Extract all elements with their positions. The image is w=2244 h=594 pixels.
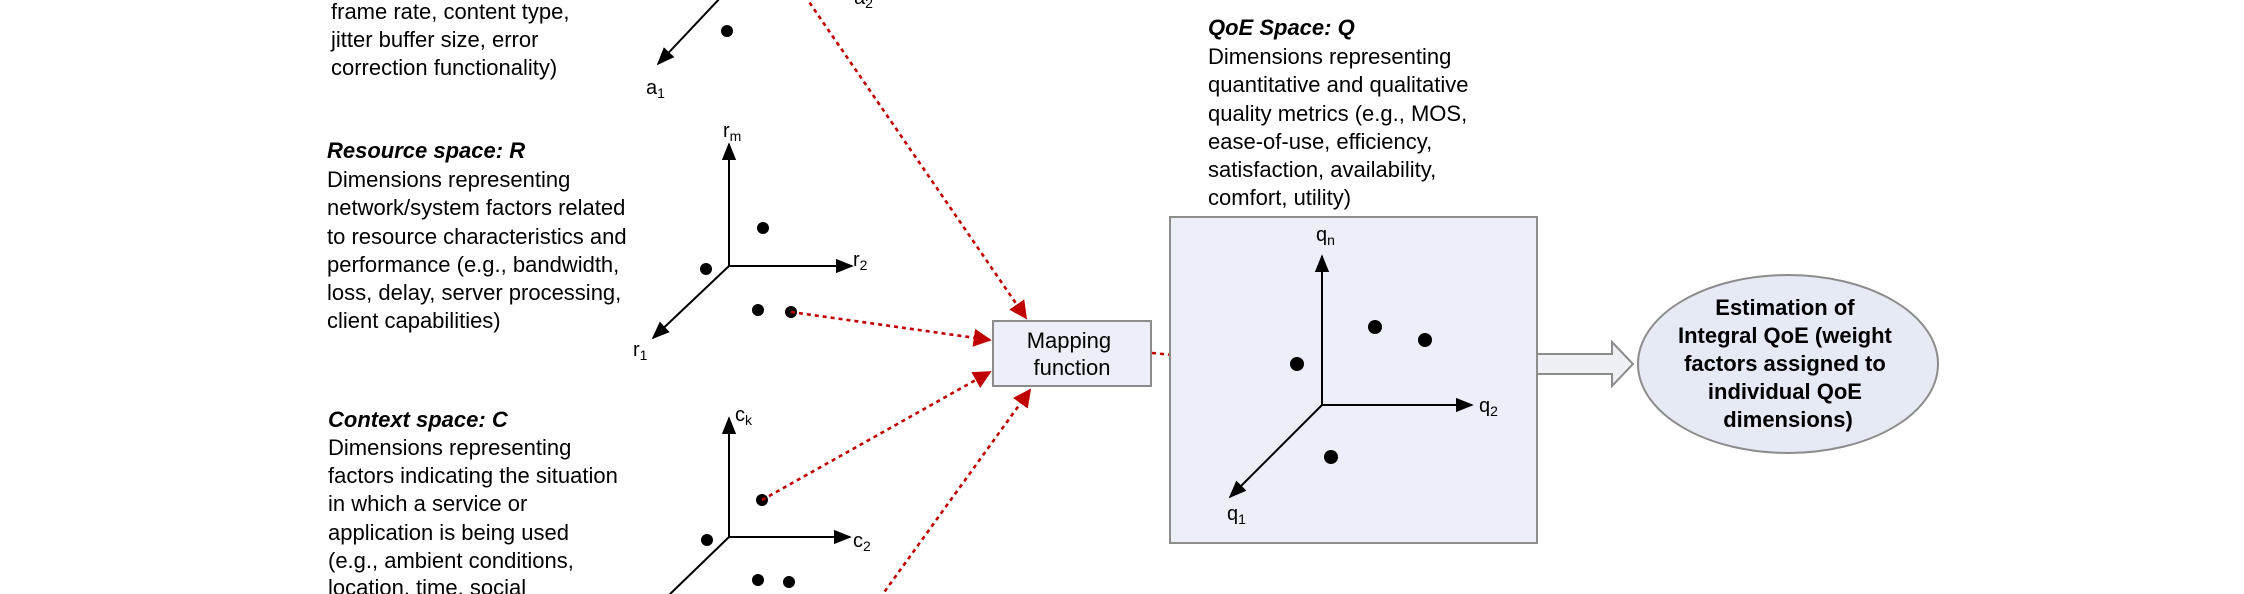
- axis-q1: [1228, 404, 1323, 499]
- data-point: [752, 574, 764, 586]
- resource-space-description: Dimensions representing network/system f…: [327, 167, 633, 333]
- axis-label-q1: q1: [1227, 503, 1246, 527]
- qoe-desc-line: quality metrics (e.g., MOS,: [1208, 101, 1467, 126]
- qoe-desc-line: ease-of-use, efficiency,: [1208, 129, 1432, 154]
- data-point: [752, 304, 764, 316]
- axis-label-a2: a2: [854, 0, 873, 11]
- mapping-function-label: Mapping function: [1027, 328, 1118, 380]
- estimation-label: Estimation of Integral QoE (weight facto…: [1678, 295, 1898, 432]
- qoe-desc-line: quantitative and qualitative: [1208, 72, 1469, 97]
- context-desc-line: location, time, social: [328, 575, 526, 594]
- context-desc-line: in which a service or: [328, 491, 527, 516]
- data-point: [757, 222, 769, 234]
- qoe-space: QoE Space: Q Dimensions representing qua…: [1169, 15, 1538, 544]
- application-description: frame rate, content type, jitter buffer …: [330, 0, 576, 80]
- data-point: [700, 263, 712, 275]
- data-point: [721, 25, 733, 37]
- resource-desc-line: client capabilities): [327, 308, 501, 333]
- arrow-application2-to-mapping: [881, 388, 1032, 594]
- resource-desc-line: to resource characteristics and: [327, 224, 627, 249]
- estimation-line: Integral QoE (weight: [1678, 323, 1893, 348]
- data-point: [1324, 450, 1338, 464]
- data-point: [1290, 357, 1304, 371]
- axis-label-r2: r2: [853, 249, 868, 273]
- estimation-line: factors assigned to: [1684, 351, 1886, 376]
- application-desc-line: correction functionality): [331, 55, 557, 80]
- axis-label-q2: q2: [1479, 395, 1498, 419]
- resource-desc-line: Dimensions representing: [327, 167, 570, 192]
- qoe-desc-line: satisfaction, availability,: [1208, 157, 1436, 182]
- context-space: Context space: C Dimensions representing…: [328, 404, 871, 594]
- axis-label-c2: c2: [853, 530, 871, 554]
- axis-label-r1: r1: [633, 339, 648, 363]
- axis-label-ck: ck: [735, 404, 753, 428]
- mapping-label-line: Mapping: [1027, 328, 1111, 353]
- qoe-desc-line: comfort, utility): [1208, 185, 1351, 210]
- axis-a1: [656, 0, 720, 66]
- data-point: [1368, 320, 1382, 334]
- estimation-line: dimensions): [1723, 407, 1853, 432]
- axis-label-qn: qn: [1316, 224, 1335, 248]
- estimation-ellipse: [1637, 274, 1939, 454]
- context-space-description: Dimensions representing factors indicati…: [328, 435, 624, 594]
- context-desc-line: factors indicating the situation: [328, 463, 618, 488]
- estimation: Estimation of Integral QoE (weight facto…: [1637, 274, 1939, 454]
- axis-r1: [651, 265, 730, 340]
- arrow-context-to-mapping: [761, 370, 992, 502]
- axis-label-a1: a1: [646, 77, 665, 101]
- estimation-line: individual QoE: [1708, 379, 1862, 404]
- axis-c1: [668, 536, 730, 594]
- qoe-space-description: Dimensions representing quantitative and…: [1208, 44, 1475, 210]
- resource-desc-line: loss, delay, server processing,: [327, 280, 621, 305]
- qoe-desc-line: Dimensions representing: [1208, 44, 1451, 69]
- block-arrow: [1536, 339, 1635, 389]
- context-desc-line: application is being used: [328, 520, 569, 545]
- data-point: [783, 576, 795, 588]
- qoe-space-heading: QoE Space: Q: [1208, 15, 1355, 40]
- application-space: frame rate, content type, jitter buffer …: [330, 0, 873, 101]
- resource-desc-line: performance (e.g., bandwidth,: [327, 252, 619, 277]
- estimation-line: Estimation of: [1715, 295, 1855, 320]
- data-point: [701, 534, 713, 546]
- arrow-application-to-mapping: [806, 0, 1028, 320]
- axis-label-rm: rm: [723, 120, 741, 144]
- arrow-resource-to-mapping: [790, 310, 992, 347]
- resource-space-heading: Resource space: R: [327, 138, 525, 163]
- context-space-heading: Context space: C: [328, 407, 509, 432]
- mapping-function-box: [992, 320, 1152, 387]
- qoe-space-box: [1169, 216, 1538, 544]
- application-desc-line: frame rate, content type,: [331, 0, 569, 24]
- resource-desc-line: network/system factors related: [327, 195, 625, 220]
- mapping-function: Mapping function: [992, 320, 1152, 387]
- context-desc-line: Dimensions representing: [328, 435, 571, 460]
- mapping-label-line: function: [1033, 355, 1110, 380]
- context-desc-line: (e.g., ambient conditions,: [328, 548, 574, 573]
- application-desc-line: jitter buffer size, error: [330, 27, 538, 52]
- resource-space: Resource space: R Dimensions representin…: [327, 120, 868, 363]
- data-point: [1418, 333, 1432, 347]
